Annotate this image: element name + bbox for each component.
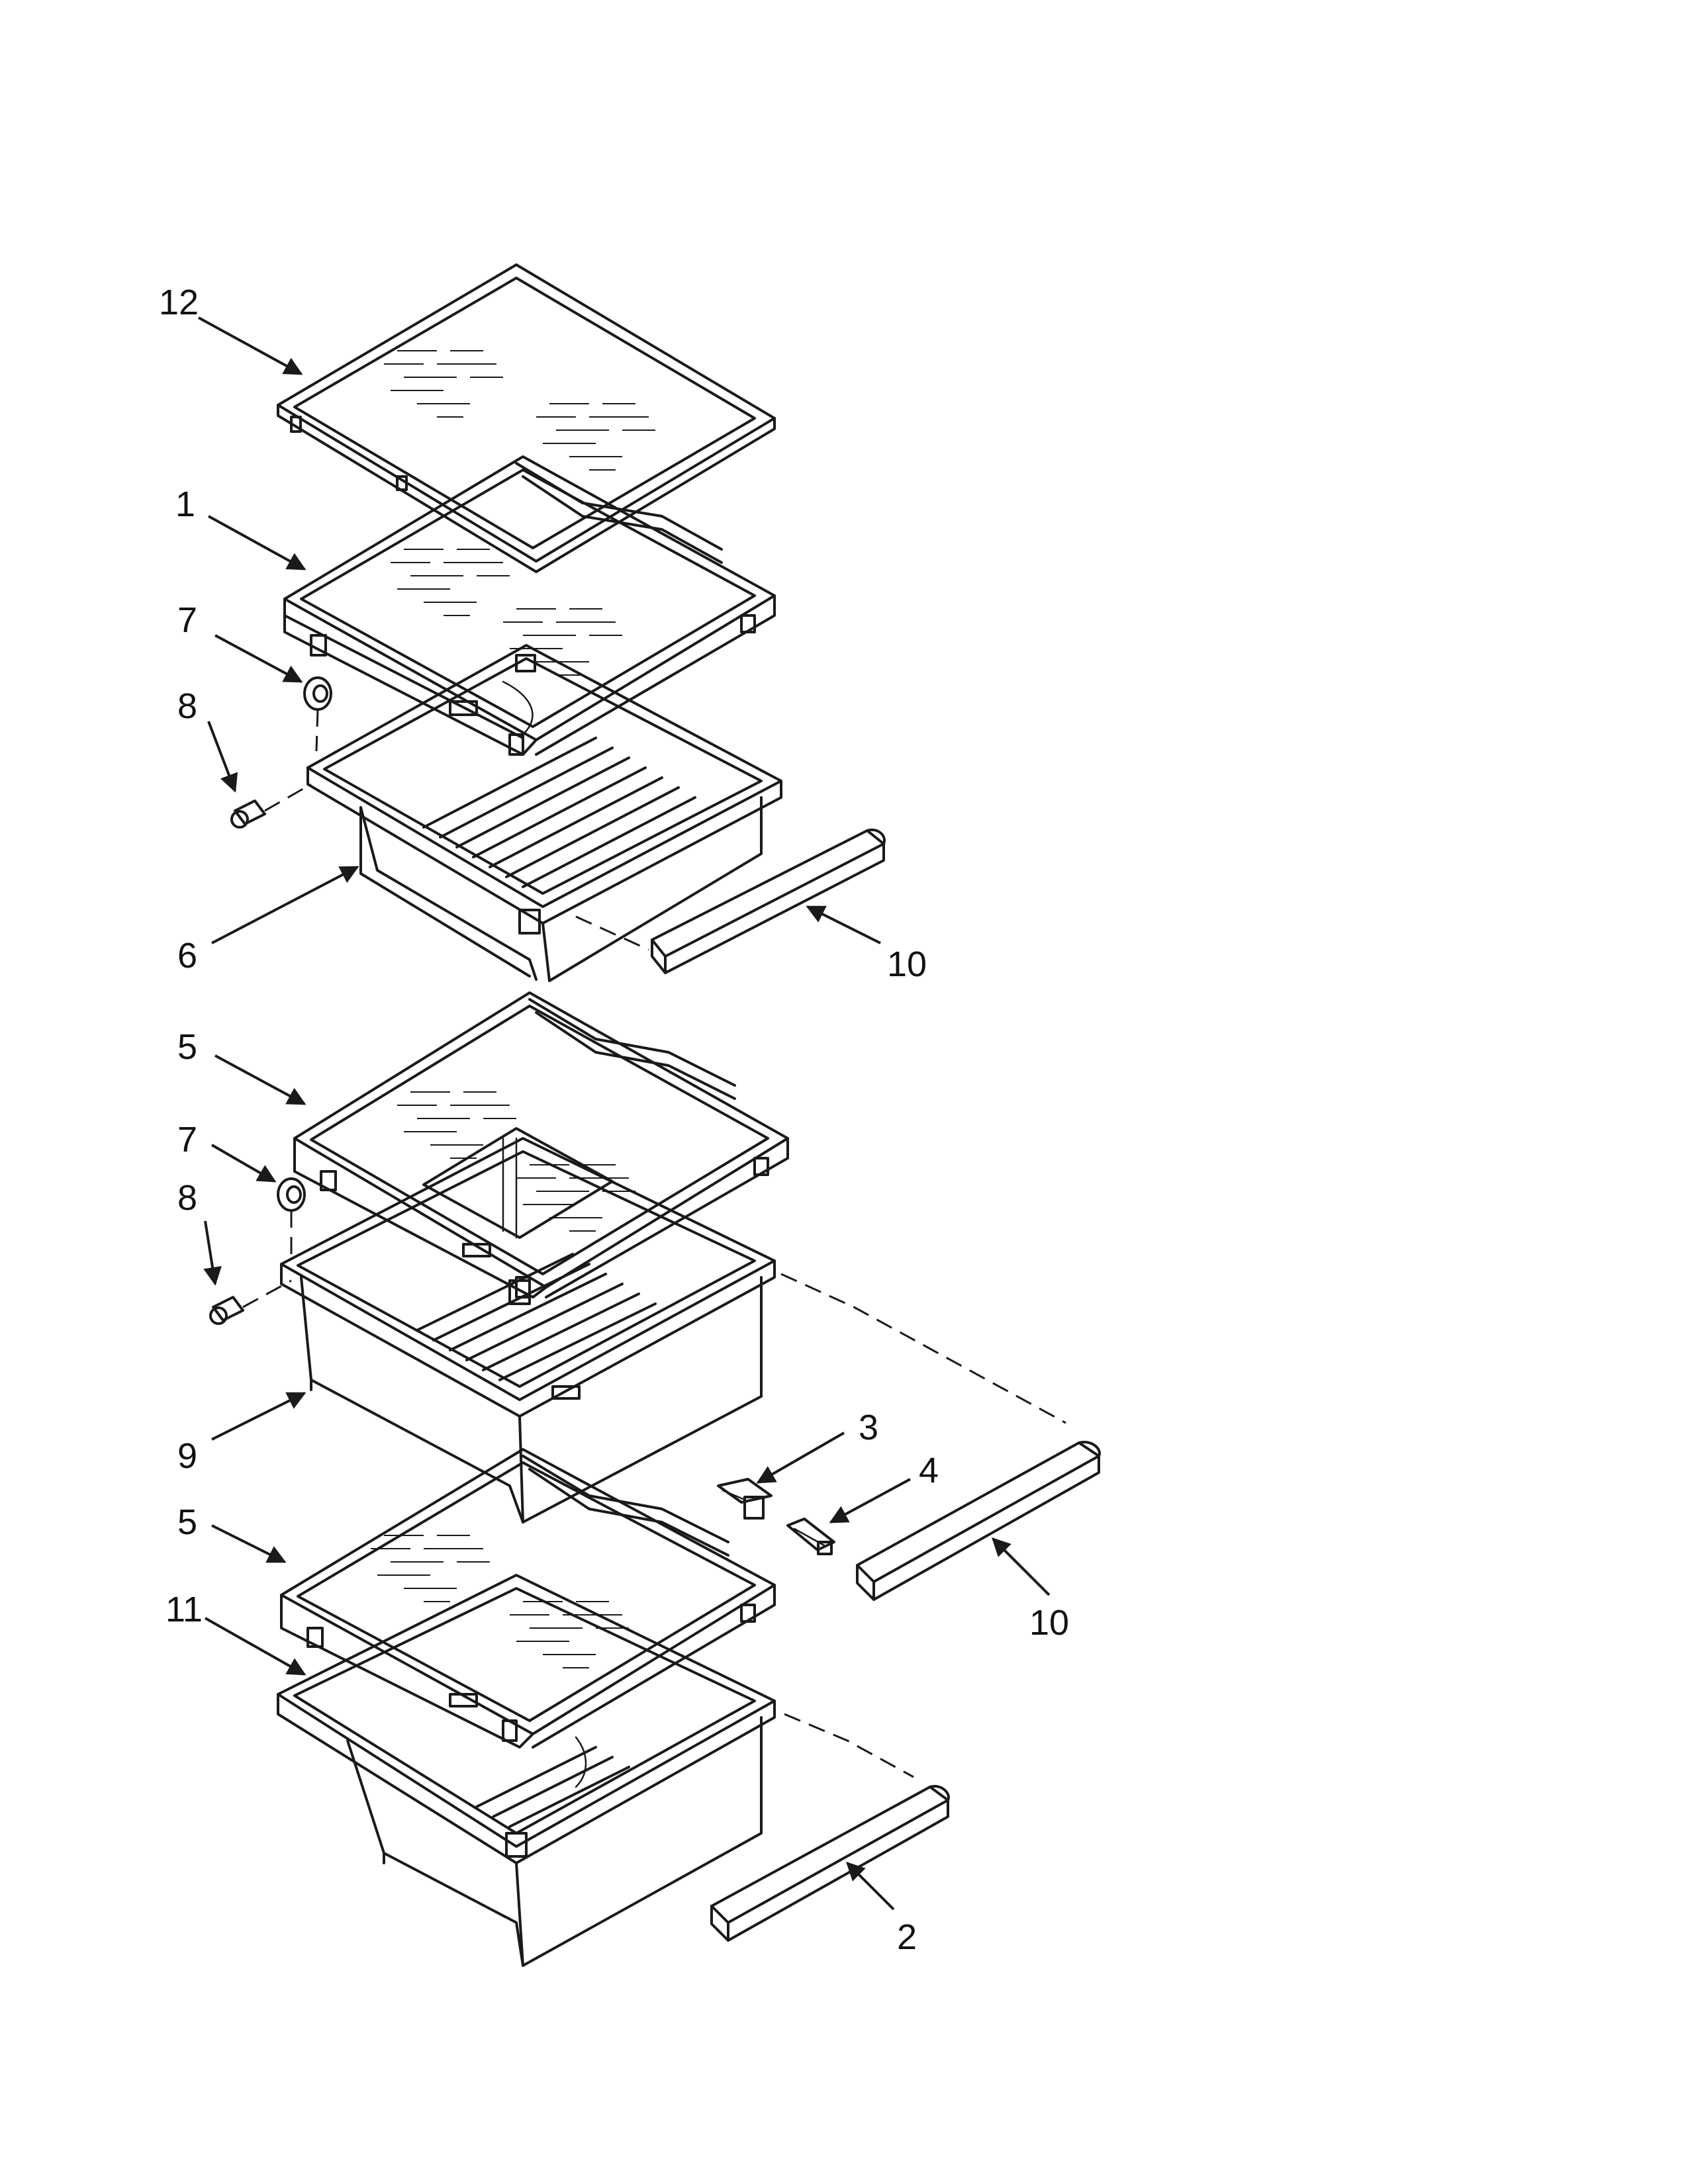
leader-11 [205, 1617, 306, 1676]
leader-6 [211, 866, 359, 944]
callout-3: 3 [859, 1408, 878, 1447]
drawer-ribs-b [416, 1253, 657, 1381]
part-3-bracket [717, 1478, 773, 1520]
callout-5b: 5 [177, 1502, 197, 1542]
callout-1: 1 [175, 484, 195, 524]
leader-9 [211, 1392, 306, 1441]
callout-9: 9 [177, 1436, 197, 1476]
leader-12 [198, 316, 303, 375]
part-6-crisper-drawer [306, 644, 782, 982]
callout-5a: 5 [177, 1027, 197, 1067]
leader-lines [198, 316, 1051, 1911]
part-1-crisper-cover [283, 455, 776, 756]
leader-3 [756, 1432, 845, 1484]
drawer-ribs-a [422, 737, 696, 888]
leader-2 [846, 1862, 895, 1911]
callout-6: 6 [177, 936, 197, 976]
callout-8a: 8 [177, 686, 197, 726]
leader-8b [203, 1220, 222, 1286]
part-9-deep-drawer [280, 1137, 1066, 1524]
part-2-trim-rail [710, 1785, 950, 1942]
part-5-cover-b [280, 1448, 776, 1788]
part-8-screw-b [209, 1279, 292, 1325]
part-7-roller-b [277, 1177, 306, 1257]
leader-5a [214, 1054, 306, 1105]
callout-2: 2 [897, 1917, 917, 1957]
part-8-screw-a [230, 783, 312, 829]
part-4-clip [786, 1518, 835, 1555]
callout-4: 4 [919, 1451, 939, 1490]
leader-7a [214, 634, 303, 683]
part-11-lower-drawer [277, 1574, 914, 1967]
drawer-ribs-c [475, 1746, 630, 1828]
callout-8b: 8 [177, 1178, 197, 1218]
callout-10b: 10 [1029, 1603, 1069, 1643]
callout-7a: 7 [177, 600, 197, 640]
part-5-cover-a [293, 991, 789, 1298]
callout-labels: 12 1 7 8 6 10 5 7 8 9 3 4 5 10 11 2 [159, 283, 1069, 1957]
part-10-trim-rail-a [651, 828, 886, 974]
leader-8a [207, 721, 238, 793]
leader-10a [806, 905, 881, 944]
part-10-trim-rail-b [856, 1441, 1101, 1601]
callout-11: 11 [165, 1590, 203, 1629]
part-7-roller-a [303, 676, 332, 752]
leader-7b [211, 1144, 277, 1183]
callout-12: 12 [159, 283, 199, 322]
callout-7b: 7 [177, 1120, 197, 1160]
callout-10a: 10 [887, 944, 927, 984]
part-12-shelf [277, 263, 776, 573]
leader-5b [211, 1524, 287, 1563]
leader-10b [992, 1537, 1051, 1596]
leader-4 [829, 1478, 911, 1524]
leader-1 [208, 515, 306, 570]
